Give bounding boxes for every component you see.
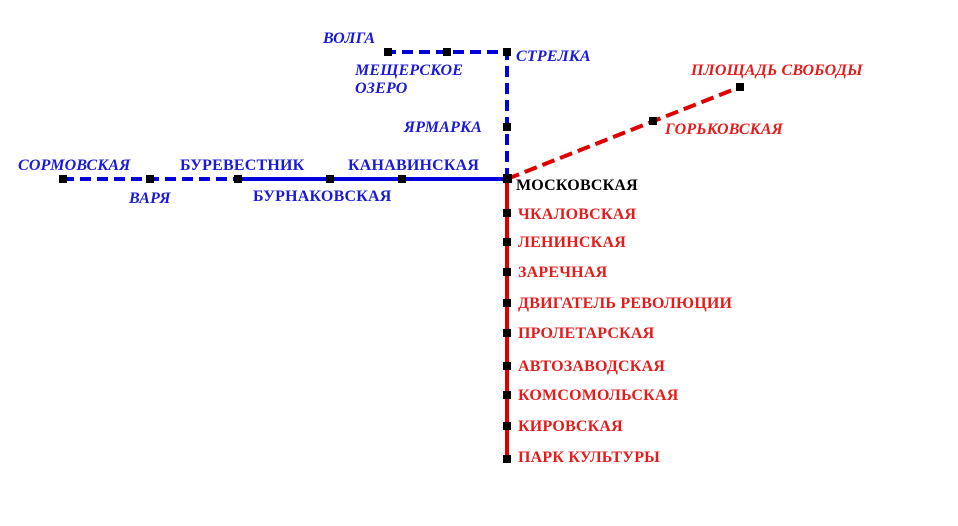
station-label-burevestnik: БУРЕВЕСТНИК xyxy=(180,157,305,174)
station-label-meshcherskoe-line1: МЕЩЕРСКОЕ xyxy=(354,62,463,79)
station-label-leninskaya: ЛЕНИНСКАЯ xyxy=(518,234,626,251)
station-marker-burnakovskaya xyxy=(326,175,334,183)
station-label-proletarskaya: ПРОЛЕТАРСКАЯ xyxy=(518,325,655,342)
red-line-labels: ПЛОЩАДЬ СВОБОДЫ ГОРЬКОВСКАЯ ЧКАЛОВСКАЯ Л… xyxy=(518,62,863,466)
station-marker-sormovskaya xyxy=(59,175,67,183)
station-label-kirovskaya: КИРОВСКАЯ xyxy=(518,418,623,435)
station-marker-kirovskaya xyxy=(503,422,511,430)
station-marker-avtozavodskaya xyxy=(503,362,511,370)
station-label-avtozavodskaya: АВТОЗАВОДСКАЯ xyxy=(518,358,665,375)
station-marker-moskovskaya xyxy=(503,174,512,183)
station-marker-gorkovskaya xyxy=(649,117,657,125)
station-label-meshcherskoe-line2: ОЗЕРО xyxy=(355,80,408,97)
station-label-burnakovskaya: БУРНАКОВСКАЯ xyxy=(253,188,392,205)
station-marker-strelka xyxy=(503,48,511,56)
station-marker-dvigatel-revolyutsii xyxy=(503,299,511,307)
red-line-segment-moskovskaya-ploshchad-svobody xyxy=(506,85,741,181)
station-marker-park-kultury xyxy=(503,455,511,463)
station-label-komsomolskaya: КОМСОМОЛЬСКАЯ xyxy=(518,387,679,404)
station-marker-leninskaya xyxy=(503,238,511,246)
station-label-volga: ВОЛГА xyxy=(322,30,375,47)
station-label-ploshchad-svobody: ПЛОЩАДЬ СВОБОДЫ xyxy=(690,62,863,79)
station-label-park-kultury: ПАРК КУЛЬТУРЫ xyxy=(518,449,660,466)
station-marker-zarechnaya xyxy=(503,268,511,276)
station-marker-volga xyxy=(384,48,392,56)
station-label-strelka: СТРЕЛКА xyxy=(516,48,591,65)
station-marker-yarmarka xyxy=(503,123,511,131)
red-line xyxy=(505,85,741,459)
station-label-zarechnaya: ЗАРЕЧНАЯ xyxy=(518,264,608,281)
station-label-varya: ВАРЯ xyxy=(128,190,171,207)
station-label-sormovskaya: СОРМОВСКАЯ xyxy=(18,157,131,174)
station-marker-varya xyxy=(146,175,154,183)
station-label-chkalovskaya: ЧКАЛОВСКАЯ xyxy=(518,206,636,223)
station-marker-burevestnik xyxy=(234,175,242,183)
station-marker-ploshchad-svobody xyxy=(736,83,744,91)
station-marker-meshcherskoe-ozero xyxy=(443,48,451,56)
station-marker-proletarskaya xyxy=(503,329,511,337)
station-label-gorkovskaya: ГОРЬКОВСКАЯ xyxy=(664,121,784,138)
station-label-yarmarka: ЯРМАРКА xyxy=(403,119,482,136)
blue-line-labels: СОРМОВСКАЯ ВАРЯ БУРЕВЕСТНИК БУРНАКОВСКАЯ… xyxy=(18,30,591,207)
station-markers xyxy=(59,48,744,463)
station-marker-chkalovskaya xyxy=(503,209,511,217)
station-marker-kanavinskaya xyxy=(398,175,406,183)
station-marker-komsomolskaya xyxy=(503,391,511,399)
station-label-dvigatel-revolyutsii: ДВИГАТЕЛЬ РЕВОЛЮЦИИ xyxy=(518,295,733,312)
station-label-moskovskaya: МОСКОВСКАЯ xyxy=(516,177,638,194)
station-label-kanavinskaya: КАНАВИНСКАЯ xyxy=(348,157,479,174)
